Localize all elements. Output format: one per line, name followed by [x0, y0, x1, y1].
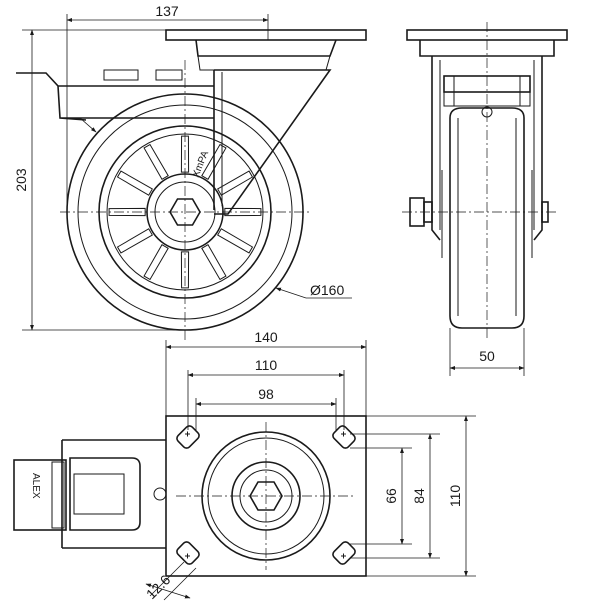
brake-brand-label: ALEX: [30, 473, 41, 499]
mounting-slot-bottom-left: [176, 541, 200, 565]
dim-plate-height-label: 110: [447, 485, 463, 508]
side-brake-lever: [16, 72, 214, 121]
wheel-spoke: [201, 143, 227, 180]
dim-hole-y-label: 66: [383, 488, 399, 504]
dim-hole-span-x-label: 110: [255, 357, 278, 373]
dim-hole-x-label: 98: [258, 386, 274, 402]
top-brake-pedal: [13, 459, 67, 531]
wheel-spoke: [224, 207, 262, 217]
dim-wheel-diameter-leader: [275, 287, 307, 299]
mounting-slot-bottom-right: [332, 541, 356, 565]
side-wheel-spokes: [108, 135, 262, 289]
wheel-spoke: [201, 244, 227, 281]
top-plate: [165, 415, 367, 577]
dim-wheel-diameter-label: Ø160: [310, 282, 344, 298]
wheel-spoke: [116, 228, 153, 254]
wheel-spoke: [217, 228, 254, 254]
dim-height-label: 203: [13, 168, 29, 192]
front-wheel: [449, 107, 525, 329]
side-fork: [213, 69, 332, 215]
wheel-spoke: [180, 135, 190, 173]
side-view: XmPA 137 203 Ø160: [13, 3, 367, 340]
wheel-spoke: [116, 170, 153, 196]
dim-plate-width-label: 140: [254, 329, 278, 345]
dim-wheel-width-label: 50: [479, 348, 495, 364]
front-fork: [431, 56, 543, 241]
side-top-plate: [165, 29, 367, 41]
dim-slot-width-line: [145, 583, 191, 599]
dim-offset-label: 137: [155, 3, 179, 19]
wheel-spoke: [108, 207, 146, 217]
kingpin-nut-icon: [249, 481, 283, 511]
top-view: ALEX 140: [13, 329, 476, 602]
side-swivel-housing: [195, 39, 337, 57]
wheel-spoke: [143, 143, 169, 180]
wheel-spoke: [217, 170, 254, 196]
wheel-spoke: [143, 244, 169, 281]
front-view: 50: [402, 22, 568, 376]
dim-hole-span-y-label: 84: [411, 488, 427, 504]
mounting-slot-top-right: [332, 425, 356, 449]
top-brake-arm: [61, 439, 166, 549]
mounting-slot-top-left: [176, 425, 200, 449]
wheel-spoke: [180, 251, 190, 289]
